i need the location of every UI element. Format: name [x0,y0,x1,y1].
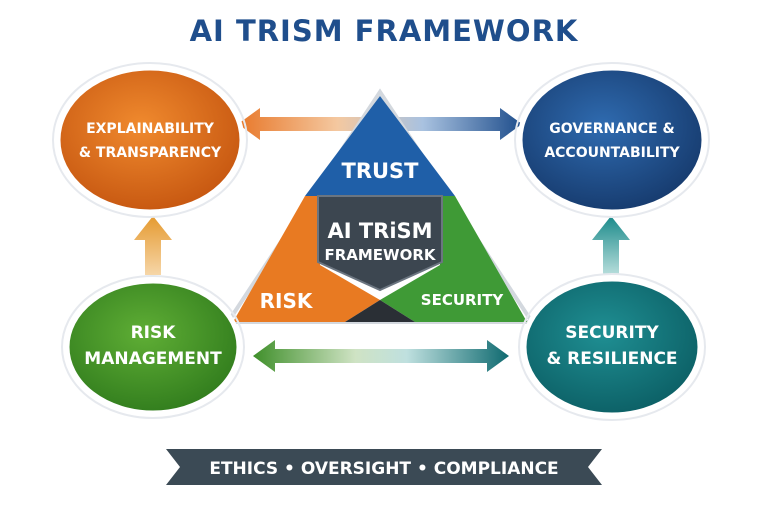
principles-banner: ETHICS • OVERSIGHT • COMPLIANCE [166,449,602,485]
triangle-base-wedge [345,300,415,322]
node-security-resilience: SECURITY & RESILIENCE [518,273,706,421]
security-segment [380,196,527,322]
node-security-resilience-line2: & RESILIENCE [546,349,677,369]
arrow-bottom-bidirectional [253,340,509,372]
trism-triangle: TRUST AI TRiSM FRAMEWORK RISK SECURITY [224,88,536,324]
node-risk-management-line1: RISK [131,323,177,343]
diagram-title: AI TRISM FRAMEWORK [189,14,579,48]
node-risk-management-line2: MANAGEMENT [84,349,222,369]
node-risk-management: RISK MANAGEMENT [61,275,245,419]
node-explainability-transparency: EXPLAINABILITY & TRANSPARENCY [52,62,248,218]
arrow-left-up [134,216,172,275]
trust-label: TRUST [342,159,420,183]
node-governance-line2: ACCOUNTABILITY [544,145,680,161]
risk-label: RISK [260,289,314,313]
arrow-right-up [592,216,630,275]
risk-segment [233,196,380,322]
security-label: SECURITY [421,291,505,309]
core-shield [317,195,443,292]
node-explainability-line1: EXPLAINABILITY [86,121,215,137]
node-security-resilience-line1: SECURITY [565,323,659,343]
node-governance-line1: GOVERNANCE & [549,121,674,137]
node-explainability-line2: & TRANSPARENCY [79,145,222,161]
core-label-line2: FRAMEWORK [324,246,436,264]
trust-segment [305,96,455,196]
node-governance-accountability: GOVERNANCE & ACCOUNTABILITY [514,62,710,218]
banner-text: ETHICS • OVERSIGHT • COMPLIANCE [209,459,558,479]
core-label-line1: AI TRiSM [327,219,432,243]
